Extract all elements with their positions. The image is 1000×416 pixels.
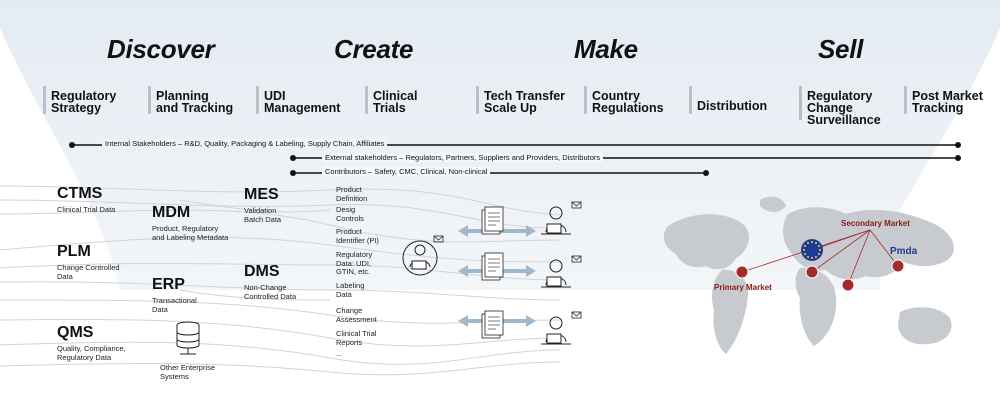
- database-icon: [176, 321, 200, 355]
- secondary-market-label: Secondary Market: [841, 219, 910, 228]
- stage-divider: [799, 86, 802, 120]
- phase-sell: Sell: [818, 34, 864, 64]
- primary-market-label: Primary Market: [714, 283, 772, 292]
- stage-divider: [584, 86, 587, 114]
- market-dots: [735, 259, 905, 292]
- stage-divider: [148, 86, 151, 114]
- stage-distribution: Distribution: [689, 86, 767, 114]
- phase-discover: Discover: [107, 34, 215, 64]
- stage-divider: [904, 86, 907, 114]
- eu-flag-icon: [801, 239, 823, 261]
- document-icon: [481, 206, 504, 339]
- phase-create: Create: [334, 34, 414, 64]
- pmda-logo-icon: Pmda: [890, 246, 918, 257]
- phase-make: Make: [574, 34, 638, 64]
- world-map-icon: [663, 196, 954, 354]
- stage-divider: [365, 86, 368, 114]
- internal-stakeholders: Internal Stakeholders – R&D, Quality, Pa…: [102, 139, 388, 148]
- data-type-more: ...: [336, 349, 343, 358]
- contributors: Contributors – Safety, CMC, Clinical, No…: [322, 167, 491, 176]
- system-qms: QMS Quality, Compliance,Regulatory Data: [57, 324, 126, 363]
- stage-divider: [256, 86, 259, 114]
- stage-divider: [689, 86, 692, 114]
- external-stakeholders: External stakeholders – Regulators, Part…: [322, 153, 604, 162]
- stage-divider: [43, 86, 46, 114]
- email-icon: [433, 201, 582, 319]
- person-laptop-icon: [402, 206, 571, 345]
- system-ctms: CTMS Clinical Trial Data: [57, 185, 116, 215]
- stage-divider: [476, 86, 479, 114]
